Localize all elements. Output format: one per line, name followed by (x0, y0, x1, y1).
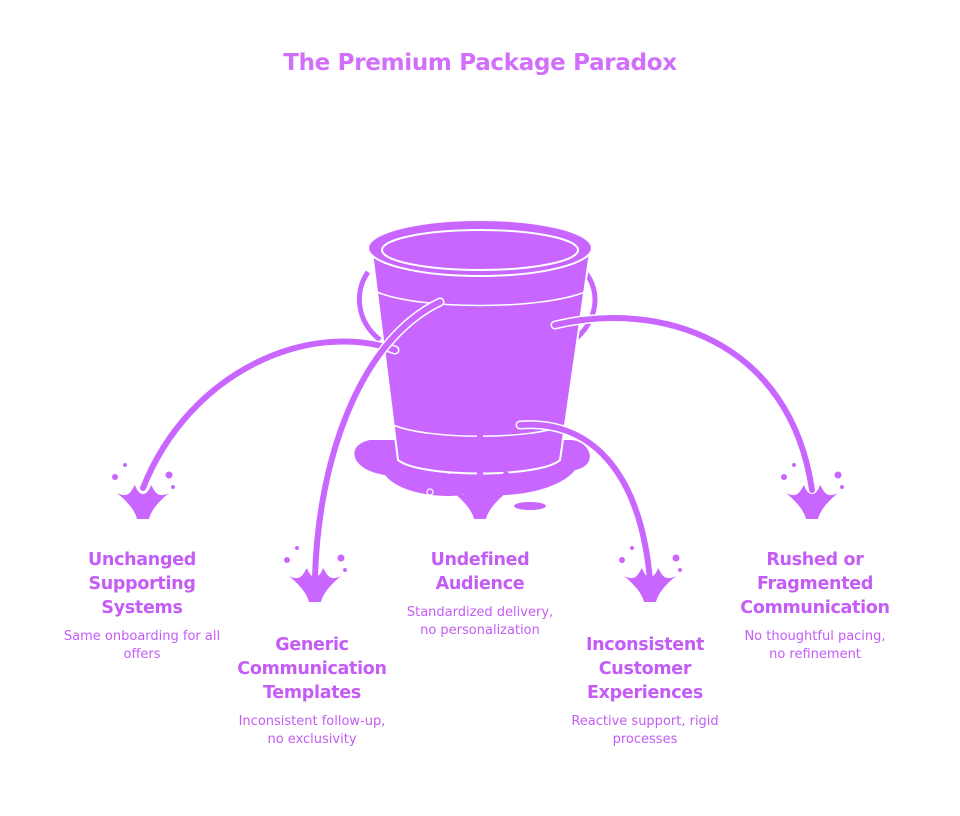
leak-streams (138, 297, 817, 585)
item-description: Reactive support, rigid processes (571, 714, 719, 747)
splash-droplet (834, 471, 842, 479)
bucket-band (376, 291, 586, 307)
splash-droplet (678, 568, 682, 572)
item-unchanged-systems: Unchanged Supporting Systems Same onboar… (62, 548, 222, 664)
splash-droplet (792, 463, 796, 467)
stream-2-fill (312, 299, 443, 581)
splash-droplet (672, 554, 680, 562)
splash-droplet (508, 485, 512, 489)
bubble-small (426, 488, 434, 496)
stream-1-fill (140, 338, 398, 491)
splash-4 (624, 568, 676, 602)
splash-droplet (337, 554, 345, 562)
bucket-handle-right (570, 270, 598, 344)
splash-droplet (123, 463, 127, 467)
item-description: Inconsistent follow-up, no exclusivity (238, 714, 386, 747)
splash-3 (454, 485, 506, 519)
splash-droplet (112, 474, 118, 480)
splash-droplet (630, 546, 634, 550)
diagram-title: The Premium Package Paradox (283, 50, 677, 76)
stream-1 (138, 337, 400, 493)
bucket-handle (356, 270, 382, 342)
item-description: Standardized delivery, no personalizatio… (406, 605, 554, 638)
splash-droplet (284, 557, 290, 563)
item-title: Rushed or Fragmented Communication (740, 550, 890, 618)
item-description: Same onboarding for all offers (63, 629, 221, 662)
splash-droplet (460, 463, 464, 467)
splash-1 (117, 485, 169, 519)
splash-2 (289, 568, 341, 602)
splash-droplet (840, 485, 844, 489)
splash-droplet (781, 474, 787, 480)
stream-5 (550, 313, 817, 495)
splash-droplet (343, 568, 347, 572)
splash-droplet (165, 471, 173, 479)
stream-5-fill (552, 315, 815, 493)
stream-4-fill (517, 421, 653, 583)
bucket-opening (381, 229, 579, 271)
item-title: Undefined Audience (430, 550, 530, 594)
item-inconsistent-experiences: Inconsistent Customer Experiences Reacti… (565, 633, 725, 749)
splash-5 (786, 485, 838, 519)
item-generic-templates: Generic Communication Templates Inconsis… (232, 633, 392, 749)
item-rushed-communication: Rushed or Fragmented Communication No th… (735, 548, 895, 664)
item-undefined-audience: Undefined Audience Standardized delivery… (400, 548, 560, 640)
splashes (112, 463, 844, 602)
puddle-drop (514, 502, 546, 510)
splash-droplet (449, 474, 455, 480)
splash-droplet (295, 546, 299, 550)
item-title: Inconsistent Customer Experiences (585, 635, 705, 703)
splash-droplet (502, 471, 510, 479)
splash-droplet (171, 485, 175, 489)
item-title: Unchanged Supporting Systems (88, 550, 196, 618)
item-description: No thoughtful pacing, no refinement (744, 629, 886, 662)
splash-droplet (619, 557, 625, 563)
item-title: Generic Communication Templates (237, 635, 387, 703)
